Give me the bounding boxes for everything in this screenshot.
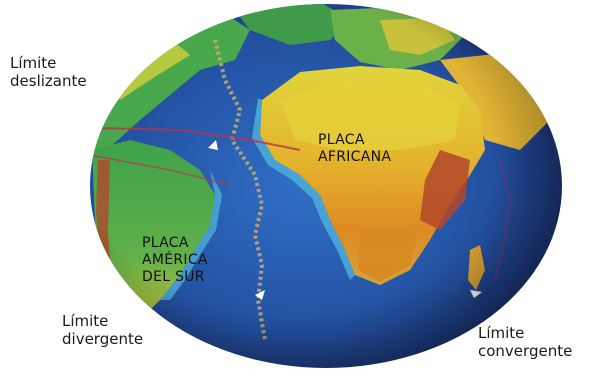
- label-limite-deslizante: Límite deslizante: [10, 54, 87, 90]
- label-limite-divergente: Límite divergente: [62, 312, 144, 348]
- label-placa-america-del-sur: PLACA AMÉRICA DEL SUR: [142, 235, 208, 285]
- label-placa-africana: PLACA AFRICANA: [318, 132, 392, 165]
- label-limite-convergente: Límite convergente: [478, 324, 573, 360]
